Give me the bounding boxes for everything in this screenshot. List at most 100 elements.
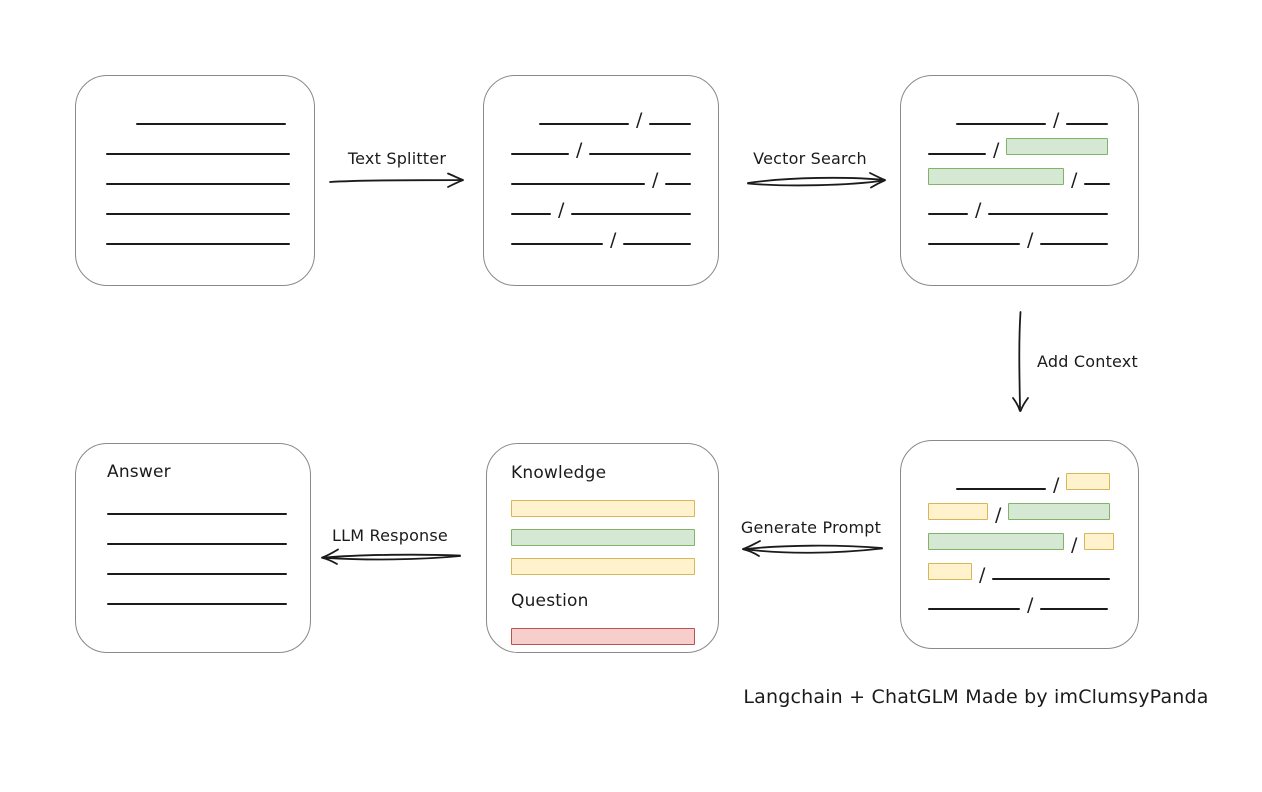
chunk-separator: / [576, 139, 583, 161]
vector-search-label: Vector Search [753, 149, 867, 168]
box-row: / [511, 222, 696, 252]
text-line [1084, 183, 1111, 185]
box-row: / [511, 132, 696, 162]
chunk-separator: / [993, 139, 1000, 161]
text-line [107, 543, 287, 545]
text-line [665, 183, 692, 185]
box-row: / [511, 162, 696, 192]
box-row: / [928, 467, 1116, 497]
indent-gap [928, 131, 956, 132]
chunk-separator: / [995, 504, 1002, 526]
box-row [106, 102, 292, 132]
text-line [106, 213, 290, 215]
context-chunk-highlight [1066, 473, 1111, 490]
context-chunk-highlight [1084, 533, 1115, 550]
text-line [589, 153, 692, 155]
answer-label: Answer [107, 462, 171, 482]
box-row [106, 132, 292, 162]
context-chunk-highlight [928, 563, 972, 580]
text-line [107, 573, 287, 575]
add-context-arrow [1012, 311, 1029, 412]
context-chunk-highlight [511, 558, 695, 575]
chunk-separator: / [1027, 229, 1034, 251]
question-highlight [511, 628, 695, 645]
text-line [956, 123, 1046, 125]
box-row [511, 621, 696, 650]
matched-chunk-highlight [928, 533, 1064, 550]
box-row [107, 582, 288, 612]
chunk-separator: / [979, 564, 986, 586]
chunk-separator: / [1053, 474, 1060, 496]
vector-matches-box: ///// [900, 75, 1139, 286]
text-line [992, 578, 1111, 580]
text-line [106, 153, 290, 155]
llm-response-arrow [321, 548, 461, 565]
credit-caption: Langchain + ChatGLM Made by imClumsyPand… [743, 686, 1209, 708]
text-line [106, 183, 290, 185]
split-chunks-box: ///// [483, 75, 719, 286]
text-line [539, 123, 629, 125]
text-line [511, 153, 569, 155]
chunk-lines: ///// [484, 76, 718, 252]
llm-response-label: LLM Response [332, 526, 448, 545]
box-row: / [511, 192, 696, 222]
text-line [928, 153, 986, 155]
text-line [571, 213, 692, 215]
knowledge-label: Knowledge [511, 462, 607, 483]
text-line [107, 603, 287, 605]
box-row: Question [511, 580, 696, 621]
box-row: / [928, 587, 1116, 617]
chunk-separator: / [652, 169, 659, 191]
vector-search-arrow [747, 172, 886, 189]
context-chunks-box: ///// [900, 440, 1139, 649]
box-row [107, 492, 288, 522]
context-chunk-highlight [511, 500, 695, 517]
box-row: / [928, 527, 1116, 557]
chunk-separator: / [1071, 169, 1078, 191]
text-splitter-label: Text Splitter [347, 149, 447, 168]
box-row: / [928, 132, 1116, 162]
question-label: Question [511, 590, 589, 611]
box-row: / [511, 102, 696, 132]
box-row: / [928, 192, 1116, 222]
indent-gap [928, 496, 956, 497]
box-row [107, 522, 288, 552]
chunk-separator: / [558, 199, 565, 221]
text-line [107, 513, 287, 515]
box-row [511, 551, 696, 580]
document-lines [76, 76, 314, 252]
box-row [511, 493, 696, 522]
text-line [928, 213, 968, 215]
source-document-box [75, 75, 315, 286]
context-chunk-highlight [928, 503, 988, 520]
text-line [928, 608, 1020, 610]
box-row: / [928, 222, 1116, 252]
text-line [511, 243, 603, 245]
box-row: / [928, 102, 1116, 132]
text-line [511, 183, 645, 185]
text-line [1040, 608, 1109, 610]
box-row: Knowledge [511, 452, 696, 493]
box-row [106, 162, 292, 192]
matched-chunk-lines: ///// [901, 76, 1138, 252]
indent-gap [511, 131, 539, 132]
text-line [649, 123, 692, 125]
matched-chunk-highlight [1008, 503, 1111, 520]
box-row: Answer [107, 452, 288, 492]
text-line [1066, 123, 1109, 125]
matched-chunk-highlight [1006, 138, 1109, 155]
generate-prompt-label: Generate Prompt [740, 518, 882, 537]
text-line [511, 213, 551, 215]
generate-prompt-arrow [742, 540, 883, 557]
chunk-separator: / [1053, 109, 1060, 131]
box-row [106, 222, 292, 252]
answer-box: Answer [75, 443, 311, 653]
matched-chunk-highlight [511, 529, 695, 546]
text-line [623, 243, 692, 245]
chunk-separator: / [636, 109, 643, 131]
box-row [511, 522, 696, 551]
context-chunk-lines: ///// [901, 441, 1138, 617]
